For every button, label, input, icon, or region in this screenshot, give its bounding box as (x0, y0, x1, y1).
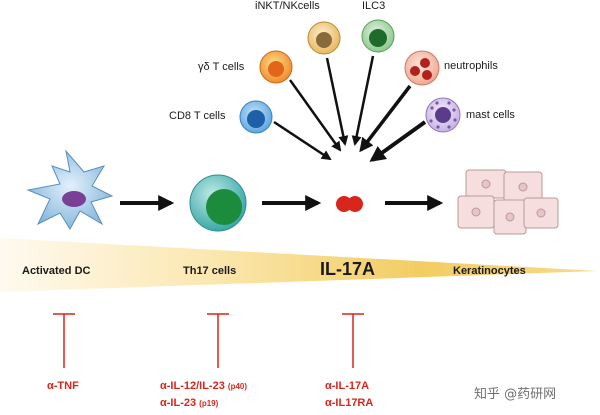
neutrophils-label: neutrophils (444, 60, 498, 72)
anti-tnf-label: α-TNF (47, 378, 79, 395)
keratinocytes-label: Keratinocytes (453, 265, 526, 277)
cd8-t-cell-icon (239, 100, 273, 134)
il17a-label: IL-17A (320, 259, 376, 279)
anti-il12-il23-label: α-IL-12/IL-23 (p40) α-IL-23 (p19) (160, 378, 247, 412)
gradient-wedge (0, 238, 598, 292)
cd8-t-cells-label: CD8 T cells (169, 110, 226, 122)
anti-il17ra-text: α-IL17RA (325, 397, 374, 409)
ilc3-label: ILC3 (362, 0, 386, 12)
th17-cell-icon (189, 174, 247, 232)
dendritic-cell-icon (26, 149, 114, 230)
inkt-nk-cell-icon (307, 21, 341, 55)
innate-cell-arrows (273, 55, 427, 162)
anti-il12-il23-text: α-IL-12/IL-23 (160, 380, 225, 392)
inkt-nk-cells-label: iNKT/NKcells (255, 0, 320, 12)
anti-tnf-text: α-TNF (47, 380, 79, 392)
mast-cell-icon (425, 97, 461, 133)
p19-note: (p19) (199, 399, 219, 408)
anti-il17a-text: α-IL-17A (325, 380, 370, 392)
il17a-molecule-icon (336, 196, 363, 212)
anti-il23-text: α-IL-23 (160, 397, 197, 409)
inhibitor-bars (53, 313, 364, 368)
keratinocytes-icon (457, 169, 559, 235)
ilc3-cell-icon (361, 19, 395, 53)
mast-cells-label: mast cells (466, 109, 515, 121)
gamma-delta-t-cell-icon (259, 50, 293, 84)
neutrophil-icon (404, 50, 440, 86)
gamma-delta-t-cells-label: γδ T cells (198, 61, 245, 73)
activated-dc-label: Activated DC (22, 265, 91, 277)
anti-il17-label: α-IL-17A α-IL17RA (325, 378, 373, 412)
p40-note: (p40) (227, 382, 248, 391)
watermark: 知乎 @药研网 (474, 387, 557, 402)
th17-cells-label: Th17 cells (183, 265, 237, 277)
